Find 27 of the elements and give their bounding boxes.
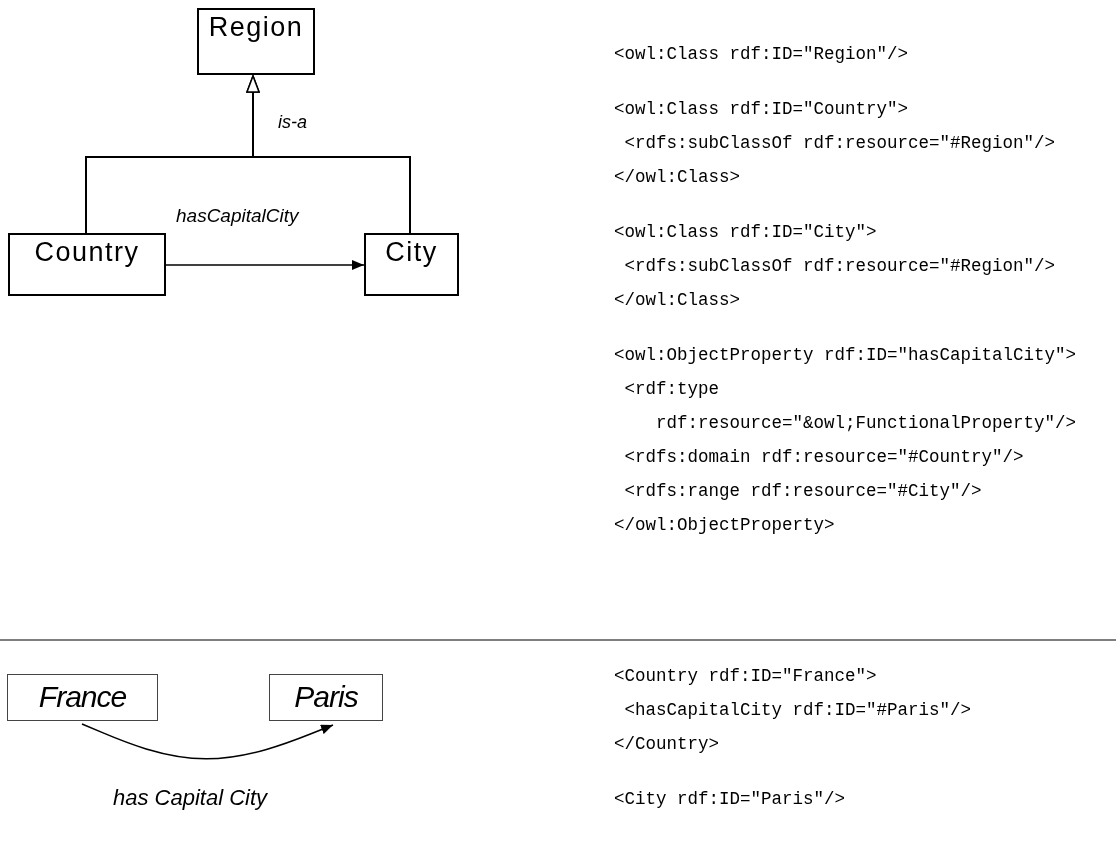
class-box: City — [364, 233, 459, 296]
code-line: </Country> — [614, 734, 720, 754]
code-line: <City rdf:ID="Paris"/> — [614, 789, 846, 809]
edge-label: hasCapitalCity — [176, 206, 299, 227]
code-line: <Country rdf:ID="France"> — [614, 666, 877, 686]
code-line: <rdfs:subClassOf rdf:resource="#Region"/> — [624, 133, 1056, 153]
edge-label: has Capital City — [113, 786, 268, 811]
arrow — [81, 723, 334, 760]
code-line: <owl:Class rdf:ID="City"> — [614, 222, 877, 242]
code-line: <owl:Class rdf:ID="Region"/> — [614, 44, 909, 64]
generalization-arrow — [246, 75, 411, 234]
code-line: </owl:Class> — [614, 167, 741, 187]
class-box: Region — [197, 8, 315, 75]
code-line: <owl:Class rdf:ID="Country"> — [614, 99, 909, 119]
instance-box: France — [7, 674, 158, 721]
instance-box: Paris — [269, 674, 383, 721]
code-line: </owl:ObjectProperty> — [614, 515, 835, 535]
code-line: <rdfs:range rdf:resource="#City"/> — [624, 481, 982, 501]
code-line: <owl:ObjectProperty rdf:ID="hasCapitalCity"> — [614, 345, 1077, 365]
arrow — [165, 260, 365, 270]
code-line: <rdf:type — [624, 379, 719, 399]
code-line: <rdfs:subClassOf rdf:resource="#Region"/> — [624, 256, 1056, 276]
code-line: <hasCapitalCity rdf:ID="#Paris"/> — [624, 700, 972, 720]
class-box: Country — [8, 233, 166, 296]
code-line: </owl:Class> — [614, 290, 741, 310]
code-line: rdf:resource="&owl;FunctionalProperty"/> — [656, 413, 1077, 433]
code-line: <rdfs:domain rdf:resource="#Country"/> — [624, 447, 1024, 467]
